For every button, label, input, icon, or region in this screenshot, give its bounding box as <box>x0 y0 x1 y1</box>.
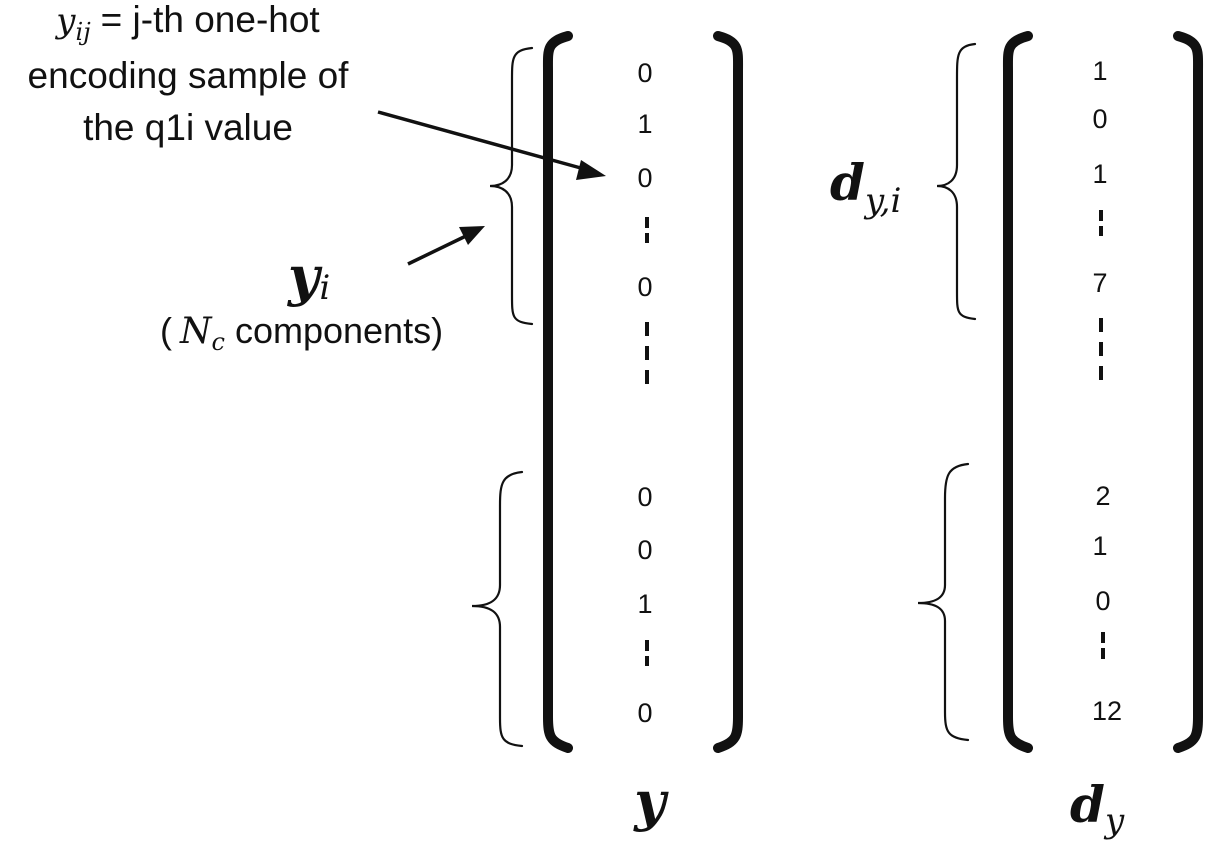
dy-entry: 0 <box>1095 586 1110 616</box>
annotation-arrow <box>377 110 606 180</box>
vector-dy-entries: 1 0 1 7 2 1 0 12 <box>1092 56 1122 726</box>
y-entry: 0 <box>637 535 652 565</box>
annotation-line-1: yij= j-th one-hot <box>54 0 320 46</box>
d-y-i-label: dy,i <box>830 153 901 221</box>
y-entry: 1 <box>637 589 652 619</box>
dy-left-bracket <box>1002 31 1033 753</box>
dy-entry: 2 <box>1095 481 1110 511</box>
vector-y-label: y <box>633 769 669 833</box>
vector-dy-label: dy <box>1070 775 1125 841</box>
dy-entry: 12 <box>1092 696 1122 726</box>
y-i-arrow <box>407 226 485 266</box>
y-left-bracket <box>542 31 573 753</box>
vector-y-entries: 0 1 0 0 0 0 1 0 <box>637 58 652 728</box>
d-y-block2-brace <box>917 462 970 742</box>
dy-entry: 1 <box>1092 531 1107 561</box>
dy-right-bracket <box>1173 31 1204 753</box>
y-entry: 1 <box>637 109 652 139</box>
y-i-label: yi <box>287 244 330 308</box>
y-entry: 0 <box>637 482 652 512</box>
y-block1-brace <box>489 46 534 326</box>
y-entry: 0 <box>637 698 652 728</box>
dy-entry: 1 <box>1092 159 1107 189</box>
d-y-i-brace <box>936 42 977 321</box>
y-right-bracket <box>713 31 744 753</box>
dy-entry: 7 <box>1092 268 1107 298</box>
dy-entry: 0 <box>1092 104 1107 134</box>
y-entry: 0 <box>637 272 652 302</box>
annotation-line-2: encoding sample of <box>28 55 350 96</box>
y-entry: 0 <box>637 163 652 193</box>
annotation-line-3: the q1i value <box>83 107 293 148</box>
y-entry: 0 <box>637 58 652 88</box>
y-block2-brace <box>471 470 524 748</box>
dy-entry: 1 <box>1092 56 1107 86</box>
